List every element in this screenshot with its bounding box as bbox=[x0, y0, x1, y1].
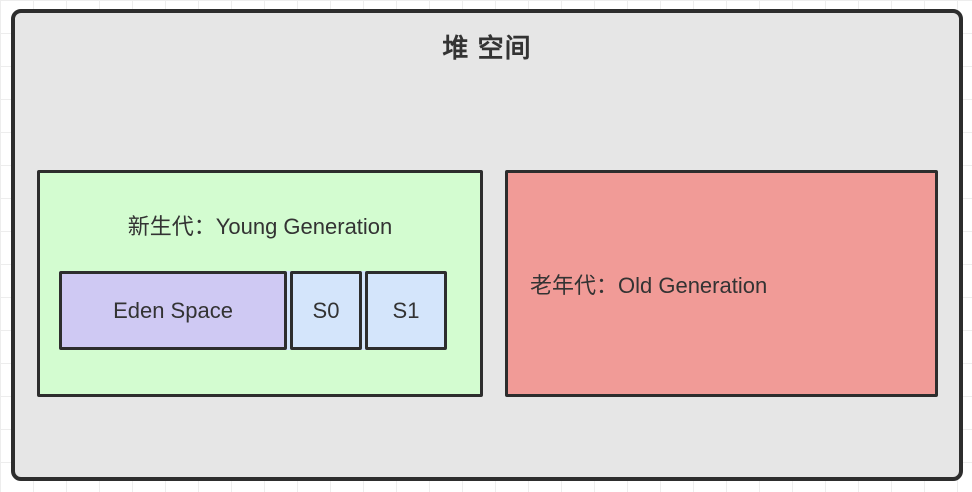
survivor-s0-box[interactable]: S0 bbox=[290, 271, 362, 350]
survivor-s1-box[interactable]: S1 bbox=[365, 271, 447, 350]
heap-space-box[interactable]: 堆 空间 新生代：Young Generation Eden Space S0 … bbox=[11, 9, 963, 481]
eden-space-box[interactable]: Eden Space bbox=[59, 271, 287, 350]
eden-space-label: Eden Space bbox=[113, 297, 233, 323]
old-generation-label: 老年代：Old Generation bbox=[530, 272, 768, 298]
young-generation-label: 新生代：Young Generation bbox=[127, 214, 393, 239]
heap-space-title: 堆 空间 bbox=[442, 33, 532, 63]
survivor-s0-label: S0 bbox=[312, 297, 340, 323]
young-regions-row: Eden Space S0 S1 bbox=[59, 271, 447, 350]
young-generation-box[interactable]: 新生代：Young Generation Eden Space S0 S1 bbox=[37, 170, 483, 397]
survivor-s1-label: S1 bbox=[392, 297, 420, 323]
old-generation-box[interactable]: 老年代：Old Generation bbox=[505, 170, 938, 397]
